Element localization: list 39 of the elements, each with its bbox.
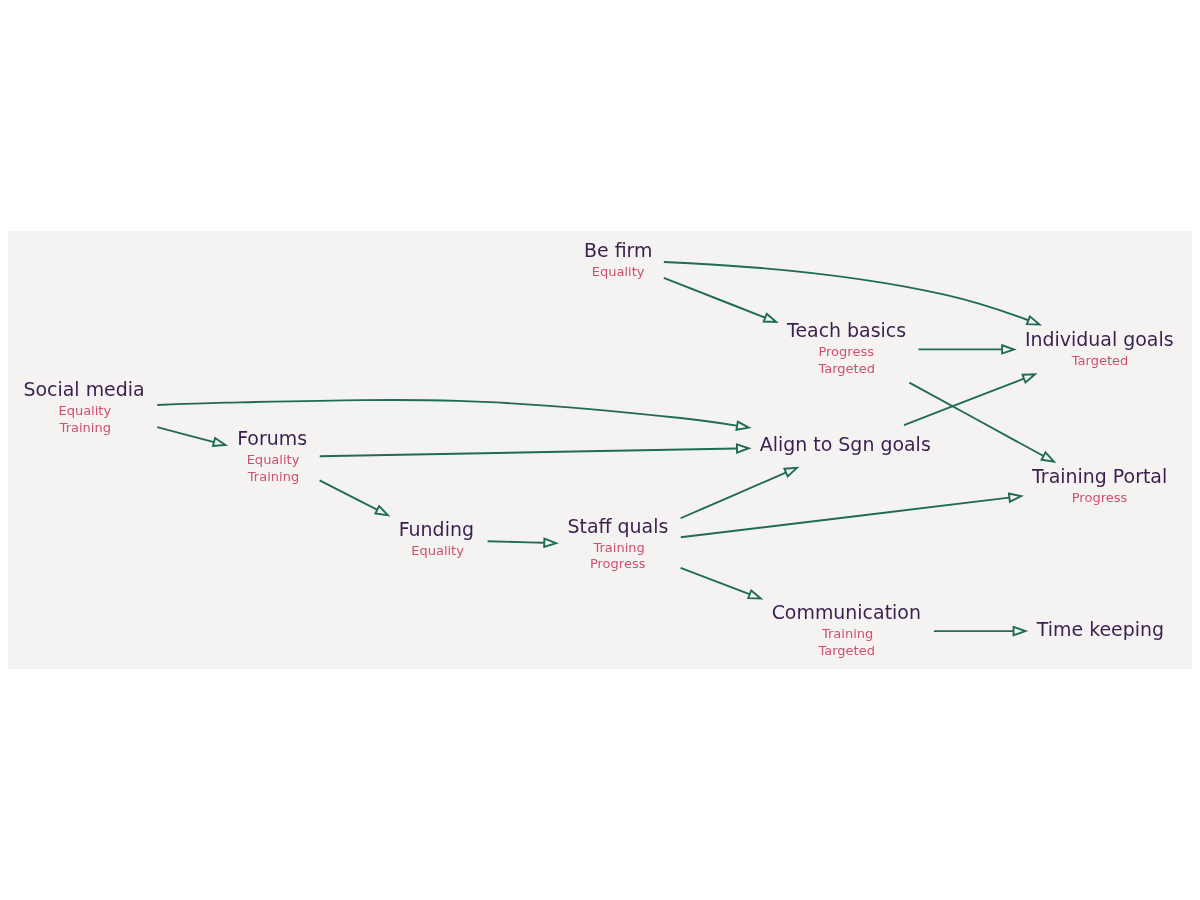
node-label: Targeted (1071, 352, 1129, 368)
arrow (318, 443, 752, 458)
node-text: Funding (398, 518, 474, 541)
node-text: Be firm (584, 238, 653, 261)
arrow (679, 492, 1024, 539)
arrow (917, 343, 1017, 355)
node-label: Equality (246, 451, 300, 467)
arrow (908, 381, 1057, 464)
node-label: Training (247, 468, 300, 484)
arrow (156, 426, 229, 448)
node-label: Equality (58, 403, 112, 419)
node-label: Training (59, 420, 111, 436)
arrow (679, 466, 800, 520)
node-label: Progress (818, 344, 874, 360)
node-label: Equality (591, 263, 645, 279)
arrow (318, 479, 391, 517)
arrow (156, 399, 752, 431)
arrow (662, 277, 779, 323)
node-label: Progress (589, 556, 646, 572)
arrow (679, 567, 764, 600)
node-text: Social media (23, 378, 145, 401)
arrow (903, 373, 1038, 426)
node-label: Training (821, 625, 874, 641)
arrow (932, 625, 1029, 637)
node-label: Targeted (818, 360, 875, 376)
node-label: Equality (411, 543, 464, 559)
arrow (662, 261, 1043, 326)
arrow (486, 537, 559, 549)
node-label: Training (593, 539, 645, 555)
node-text: Individual goals (1024, 327, 1174, 350)
node-text: Align to Sgn goals (759, 432, 931, 455)
node-text: Time keeping (1036, 617, 1165, 640)
node-label: Progress (1071, 489, 1128, 505)
node-text: Training Portal (1032, 464, 1168, 487)
node-label: Targeted (818, 642, 875, 658)
node-text: Staff quals (567, 514, 669, 537)
node-text: Communication (771, 601, 921, 624)
node-text: Forums (237, 427, 308, 450)
node-text: Teach basics (787, 319, 907, 342)
